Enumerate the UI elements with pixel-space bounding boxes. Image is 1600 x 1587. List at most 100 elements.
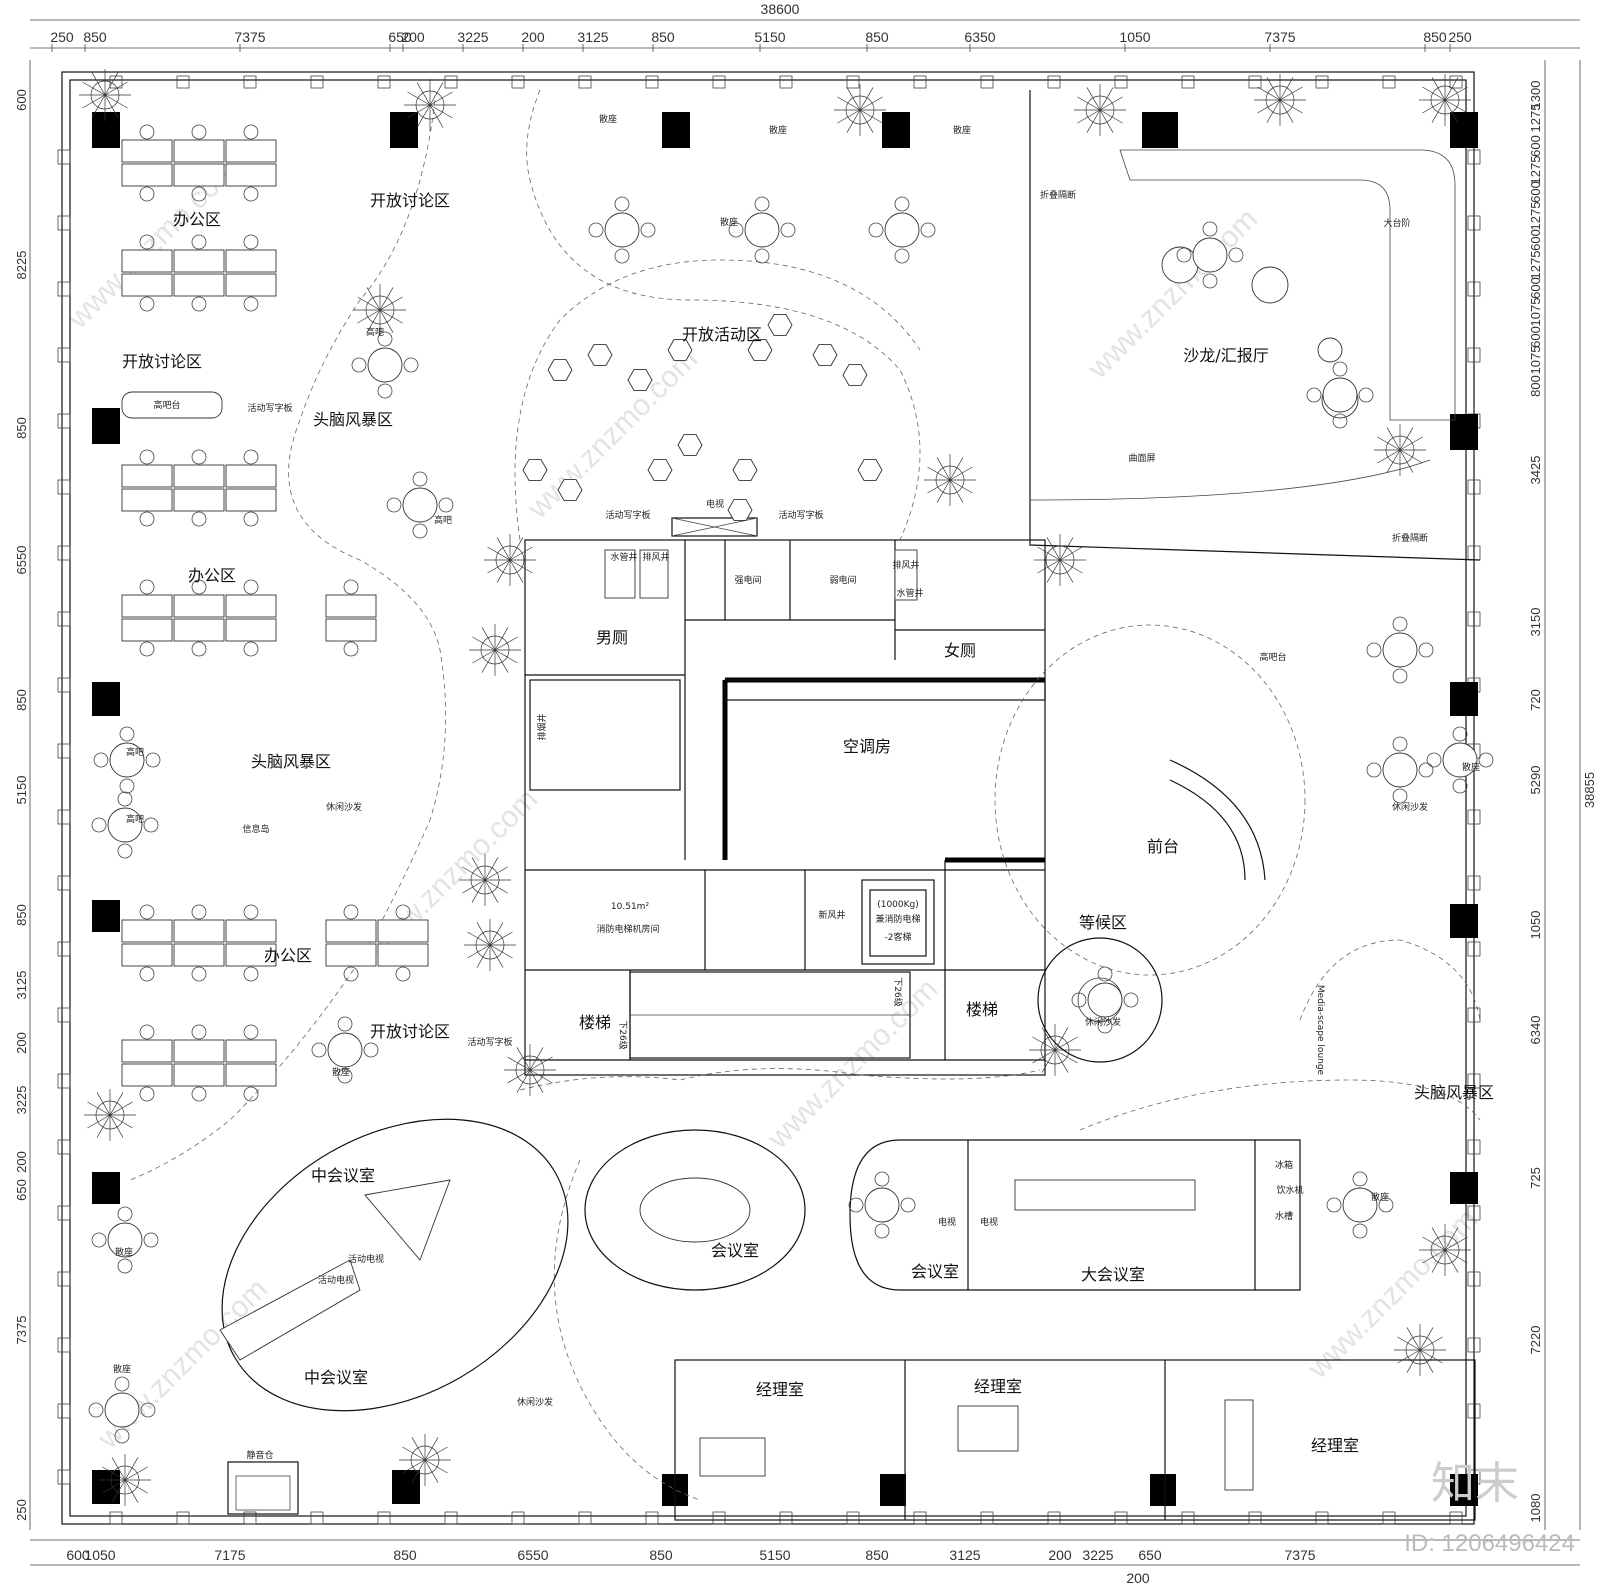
label-media-lounge: Media-scape lounge (1315, 985, 1325, 1076)
label-water-dispenser: 饮水机 (1276, 1184, 1303, 1196)
label-office-2: 办公区 (188, 566, 236, 585)
label-curved-screen: 曲面屏 (1128, 453, 1155, 464)
desk (121, 139, 173, 163)
dim-left-5: 5150 (14, 776, 29, 805)
hex-stool (732, 459, 758, 481)
dim-left-2: 850 (14, 417, 29, 439)
label-office-1: 办公区 (173, 210, 221, 229)
label-movable-tv-1: 活动电视 (348, 1253, 384, 1265)
dim-right-18: 6340 (1528, 1016, 1543, 1045)
label-elevator-1: (1000Kg) (877, 900, 919, 910)
id-text: ID: 1206496424 (1404, 1530, 1575, 1557)
dim-right-0: 1300 (1528, 81, 1543, 110)
dim-left-12: 7375 (14, 1316, 29, 1345)
round-table (327, 1032, 363, 1068)
column (1450, 1172, 1478, 1204)
structural-columns (92, 112, 1478, 1506)
label-water-shaft-1: 水管井 (610, 551, 637, 563)
desk (121, 163, 173, 187)
exterior-walls (61, 71, 1475, 1525)
label-waiting: 等候区 (1079, 913, 1127, 932)
label-high-bar-1: 高吧 (366, 326, 384, 338)
label-high-bar-4: 高吧 (126, 813, 144, 825)
label-male-wc: 男厕 (596, 628, 628, 647)
label-manager-2: 经理室 (974, 1377, 1022, 1396)
column (1142, 112, 1178, 148)
desk (173, 488, 225, 512)
dim-right-11: 1075 (1528, 346, 1543, 375)
dim-bottom-5: 850 (649, 1547, 673, 1563)
label-stairs-2: 楼梯 (966, 1000, 998, 1019)
dim-left-7: 3125 (14, 971, 29, 1000)
label-mid-meeting-1: 中会议室 (311, 1166, 375, 1185)
desk (121, 618, 173, 642)
desk (173, 1063, 225, 1087)
desk (225, 618, 277, 642)
label-reception: 前台 (1147, 837, 1179, 856)
column (92, 1172, 120, 1204)
hex-stool (767, 314, 793, 336)
desk (121, 943, 173, 967)
round-table (107, 1222, 143, 1258)
hex-stool (727, 499, 753, 521)
dim-right-1: 1275 (1528, 104, 1543, 133)
dim-top-12: 1050 (1119, 29, 1150, 45)
desk (325, 594, 377, 618)
desk (225, 1063, 277, 1087)
desk (225, 943, 277, 967)
desk (225, 273, 277, 297)
dim-top-0: 250 (50, 29, 74, 45)
label-smoke-shaft: 排烟井 (536, 713, 548, 740)
label-loose-seat-1: 散座 (599, 113, 617, 125)
column (880, 1474, 906, 1506)
column (1450, 414, 1478, 450)
column (92, 682, 120, 716)
dim-right-3: 1275 (1528, 156, 1543, 185)
plants (79, 69, 1471, 1506)
label-stair-down-1: 下26级 (617, 1020, 629, 1049)
label-manager-1: 经理室 (756, 1380, 804, 1399)
column (1450, 1474, 1478, 1506)
zone-outlines (129, 89, 1481, 1501)
label-open-discuss-2: 开放讨论区 (122, 352, 202, 371)
dim-left-3: 6550 (14, 546, 29, 575)
label-open-activity: 开放活动区 (682, 325, 762, 344)
desk (121, 1063, 173, 1087)
label-meeting-1: 会议室 (711, 1241, 759, 1260)
label-open-discuss-3: 开放讨论区 (370, 1022, 450, 1041)
dim-left-10: 200 (14, 1151, 29, 1173)
hex-stool (842, 364, 868, 386)
label-tv-1: 电视 (706, 498, 724, 510)
dim-right-6: 600 (1528, 229, 1543, 251)
label-fire-elev-room: 消防电梯机房间 (596, 923, 659, 935)
desk (121, 488, 173, 512)
hex-stool (747, 339, 773, 361)
desk (173, 1039, 225, 1063)
hex-stool (667, 339, 693, 361)
dim-right-col: 1300127560012756001275600127560010756001… (1528, 81, 1543, 1523)
label-mid-meeting-2: 中会议室 (304, 1368, 368, 1387)
dim-bottom-9: 200 (1048, 1547, 1072, 1563)
label-brainstorm-1: 头脑风暴区 (313, 410, 393, 429)
desk (173, 594, 225, 618)
label-lounge-sofa-4: 休闲沙发 (517, 1396, 553, 1408)
round-table (604, 212, 640, 248)
hex-stool (587, 344, 613, 366)
label-big-steps: 大台阶 (1383, 217, 1410, 229)
label-info-island: 信息岛 (242, 823, 269, 835)
label-exhaust-shaft-2: 排风井 (892, 559, 919, 571)
dim-right-14: 3150 (1528, 608, 1543, 637)
round-table (744, 212, 780, 248)
label-tv-3: 电视 (980, 1216, 998, 1228)
round-table (864, 1187, 900, 1223)
label-lounge-sofa-1: 休闲沙发 (326, 801, 362, 813)
dim-bottom-12: 7375 (1284, 1547, 1315, 1563)
dim-bottom-6: 5150 (759, 1547, 790, 1563)
dim-left-1: 8225 (14, 251, 29, 280)
dim-top-5: 3225 (457, 29, 488, 45)
dim-right-16: 5290 (1528, 766, 1543, 795)
desk (173, 943, 225, 967)
desk (173, 273, 225, 297)
hex-stool (812, 344, 838, 366)
dim-bottom-3: 850 (393, 1547, 417, 1563)
